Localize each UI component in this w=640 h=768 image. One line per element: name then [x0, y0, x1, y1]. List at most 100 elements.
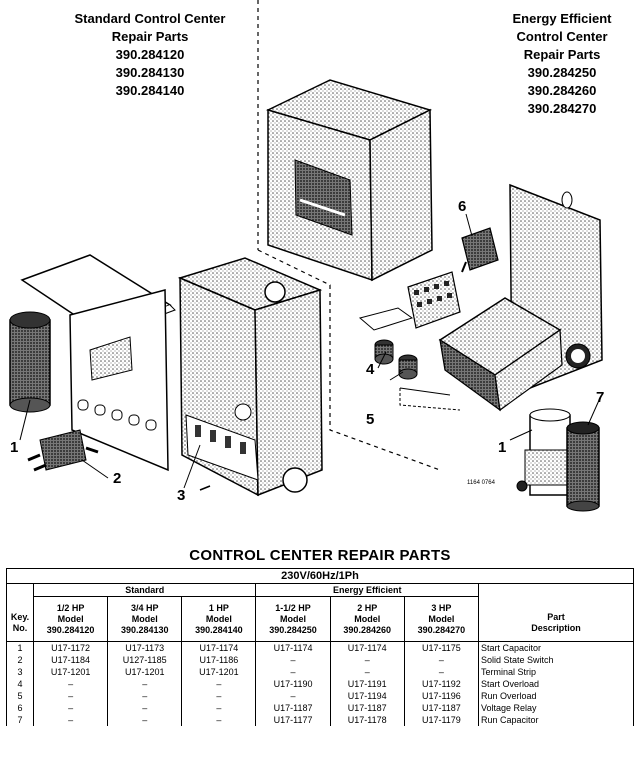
part-number-cell: –	[32, 690, 109, 702]
header-left-line1: Standard Control Center	[74, 11, 226, 26]
standard-back-plate	[69, 289, 169, 472]
column-model-label: Model	[428, 613, 455, 624]
header-right-model-3: 390.284270	[527, 101, 597, 116]
header-right-model-2: 390.284260	[527, 83, 597, 98]
group-energy-efficient: Energy Efficient	[255, 583, 479, 597]
part-number-cell: U17-1194	[329, 690, 405, 702]
column-model-label: Model	[280, 613, 307, 624]
exploded-view-diagram: 1 2 3 4 5 6 1 7 1164 0764	[9, 0, 604, 512]
mounting-bracket	[358, 307, 414, 331]
column-model: 390.284270	[417, 624, 466, 635]
column-hp: 1/2 HP	[56, 602, 85, 613]
header-right-line1: Energy Efficient	[512, 11, 612, 26]
part-number-cell: –	[329, 666, 405, 678]
key-number-cell: 6	[6, 702, 34, 714]
callout-1-energy: 1	[498, 439, 506, 456]
callout-3: 3	[177, 487, 185, 504]
callout-7: 7	[596, 389, 604, 406]
group-standard: Standard	[32, 583, 257, 597]
table-title: CONTROL CENTER REPAIR PARTS	[189, 547, 451, 564]
column-model: 390.284140	[195, 624, 243, 635]
part-number-cell: U17-1191	[329, 678, 405, 690]
part-description-cell: Run Capacitor	[478, 714, 634, 726]
part-number-cell: –	[329, 654, 405, 666]
callout-2: 2	[113, 470, 121, 487]
drawing-code: 1164 0764	[467, 480, 496, 486]
part-number-cell: U17-1190	[255, 678, 331, 690]
part-number-cell: –	[32, 714, 109, 726]
desc-label-2: Description	[531, 622, 581, 633]
part-description-cell: Terminal Strip	[478, 666, 634, 678]
solid-state-switch-part-2	[27, 429, 99, 472]
part-number-cell: U17-1186	[181, 654, 257, 666]
column-model: 390.284260	[343, 624, 391, 635]
part-number-cell: –	[32, 702, 109, 714]
header-right-model-1: 390.284250	[527, 65, 597, 80]
energy-terminal-strip	[407, 271, 461, 329]
part-number-cell: –	[181, 690, 257, 702]
callout-4: 4	[366, 361, 375, 378]
part-number-cell: –	[107, 690, 183, 702]
part-number-cell: U17-1174	[329, 641, 405, 654]
standard-control-center-header: Standard Control Center Repair Parts 390…	[40, 10, 260, 100]
key-number-cell: 1	[6, 641, 34, 654]
part-number-cell: U17-1179	[403, 714, 480, 726]
ground-screw	[516, 480, 528, 492]
column-hp: 1 HP	[208, 602, 229, 613]
part-number-cell: –	[403, 654, 480, 666]
header-left-model-1: 390.284120	[115, 47, 185, 62]
part-number-cell: –	[181, 702, 257, 714]
header-right-line3: Repair Parts	[523, 47, 601, 62]
column-model-label: Model	[57, 613, 84, 624]
column-model: 390.284120	[46, 624, 95, 635]
power-spec: 230V/60Hz/1Ph	[6, 568, 634, 584]
part-number-cell: U17-1187	[255, 702, 331, 714]
part-number-cell: U17-1175	[403, 641, 480, 654]
energy-run-capacitor-part-7	[566, 421, 600, 512]
part-number-cell: U17-1174	[181, 641, 257, 654]
key-number-cell: 4	[6, 678, 34, 690]
part-number-cell: U17-1178	[329, 714, 405, 726]
callout-1-standard: 1	[10, 439, 18, 456]
run-overload-part-5	[398, 354, 418, 380]
key-label-1: Key.	[10, 611, 30, 622]
column-hp: 1-1/2 HP	[275, 602, 311, 613]
part-number-cell: –	[181, 714, 257, 726]
part-number-cell: U17-1201	[181, 666, 257, 678]
part-number-cell: U17-1201	[107, 666, 183, 678]
column-model: 390.284130	[120, 624, 169, 635]
callout-6: 6	[458, 198, 466, 215]
column-hp: 3/4 HP	[130, 602, 159, 613]
standard-cover-box	[177, 257, 323, 497]
part-number-cell: –	[107, 714, 183, 726]
start-overload-part-4	[374, 339, 394, 365]
desc-label-1: Part	[547, 611, 565, 622]
header-left-line2: Repair Parts	[111, 29, 189, 44]
part-number-cell: –	[107, 678, 183, 690]
key-number-cell: 2	[6, 654, 34, 666]
voltage-relay-part-6	[461, 227, 499, 273]
key-number-cell: 7	[6, 714, 34, 726]
column-hp: 2 HP	[357, 602, 378, 613]
energy-efficient-control-center-header: Energy Efficient Control Center Repair P…	[462, 10, 640, 118]
part-number-cell: –	[403, 666, 480, 678]
part-number-cell: –	[32, 678, 109, 690]
standard-start-capacitor	[9, 311, 51, 413]
header-left-model-2: 390.284130	[115, 65, 185, 80]
part-number-cell: U17-1177	[255, 714, 331, 726]
part-description-cell: Start Overload	[478, 678, 634, 690]
part-number-cell: U17-1174	[255, 641, 331, 654]
part-number-cell: –	[255, 690, 331, 702]
part-description-cell: Voltage Relay	[478, 702, 634, 714]
column-model-label: Model	[354, 613, 381, 624]
column-model-label: Model	[205, 613, 232, 624]
